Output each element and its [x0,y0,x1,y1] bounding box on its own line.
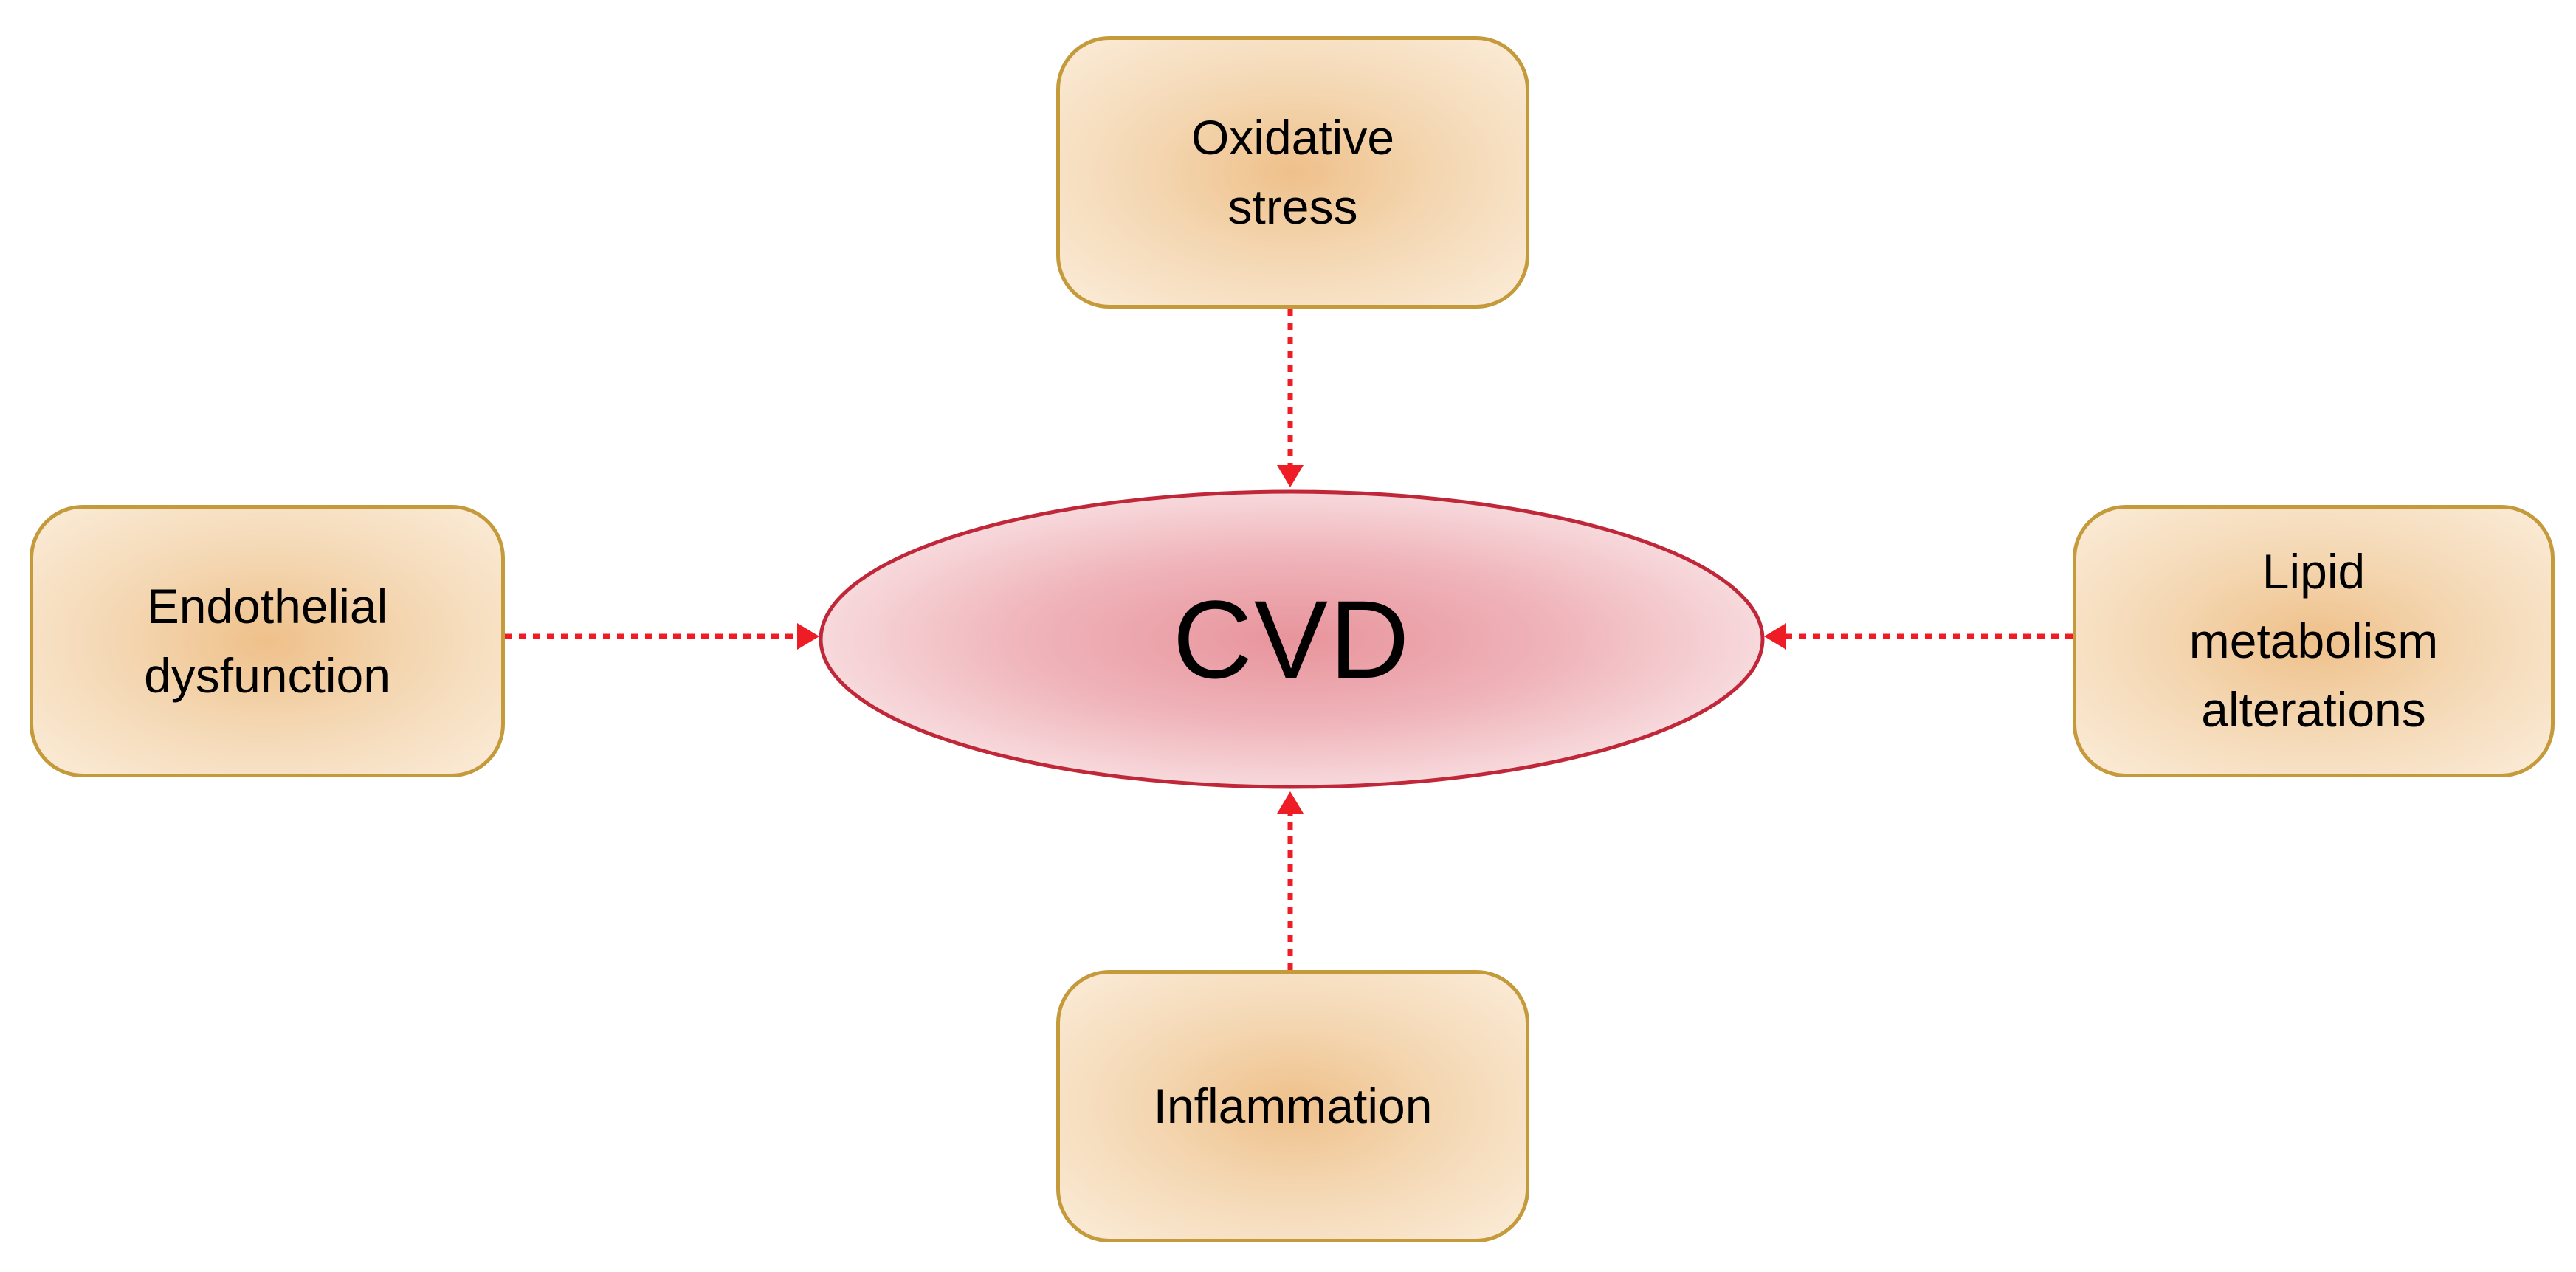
endothelial-dysfunction-box: Endothelial dysfunction [30,505,505,777]
lipid-metabolism-label: Lipid metabolism alterations [2188,543,2439,738]
arrowhead-right [1764,623,1786,650]
arrowhead-left [797,623,819,650]
arrowhead-top [1277,465,1304,487]
lipid-metabolism-box: Lipid metabolism alterations [2073,505,2555,777]
inflammation-label: Inflammation [1153,1078,1433,1133]
inflammation-box: Inflammation [1056,970,1529,1242]
arrowhead-bottom [1277,791,1304,814]
oxidative-stress-box: Oxidative stress [1056,36,1529,309]
cvd-ellipse [819,489,1765,789]
cvd-label: CVD [1172,577,1411,701]
endothelial-dysfunction-label: Endothelial dysfunction [144,578,390,703]
oxidative-stress-label: Oxidative stress [1191,109,1395,234]
